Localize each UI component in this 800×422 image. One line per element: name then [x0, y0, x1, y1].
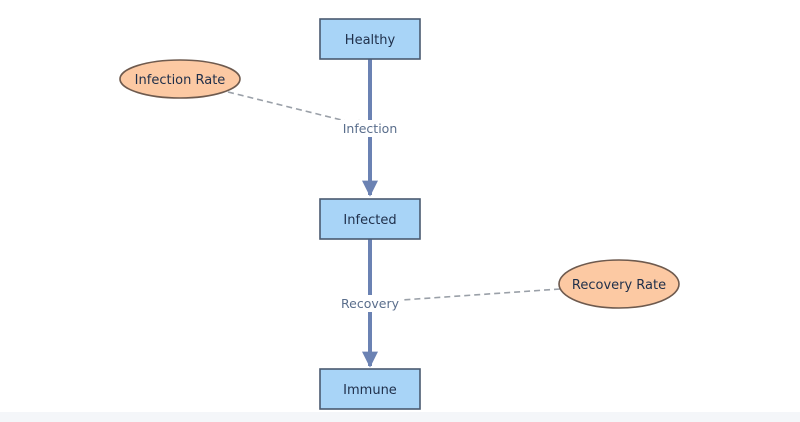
stock-immune[interactable]: Immune [319, 368, 421, 410]
flow-recovery-label: Recovery [341, 296, 400, 311]
param-infection-rate-ellipse [119, 59, 241, 99]
param-infection-rate-label: Infection Rate [135, 73, 226, 88]
stock-immune-box [319, 368, 421, 410]
stock-immune-label: Immune [343, 383, 397, 398]
canvas-bottom-band [0, 412, 800, 422]
flow-infection-label: Infection [343, 121, 398, 136]
stock-infected-box [319, 198, 421, 240]
param-infection-rate[interactable]: Infection Rate [119, 59, 241, 99]
stock-healthy-label: Healthy [345, 33, 396, 48]
stock-infected-label: Infected [343, 213, 396, 228]
param-recovery-rate-ellipse [558, 259, 680, 309]
link-infection-rate-to-infection [227, 91, 366, 126]
flow-recovery-label-bg [338, 295, 402, 312]
param-recovery-rate-label: Recovery Rate [572, 278, 666, 293]
stock-healthy-box [319, 18, 421, 60]
param-recovery-rate[interactable]: Recovery Rate [558, 259, 680, 309]
stock-infected[interactable]: Infected [319, 198, 421, 240]
stock-healthy[interactable]: Healthy [319, 18, 421, 60]
flow-infection-label-bg [338, 120, 402, 137]
link-recovery-rate-to-recovery [373, 288, 561, 302]
